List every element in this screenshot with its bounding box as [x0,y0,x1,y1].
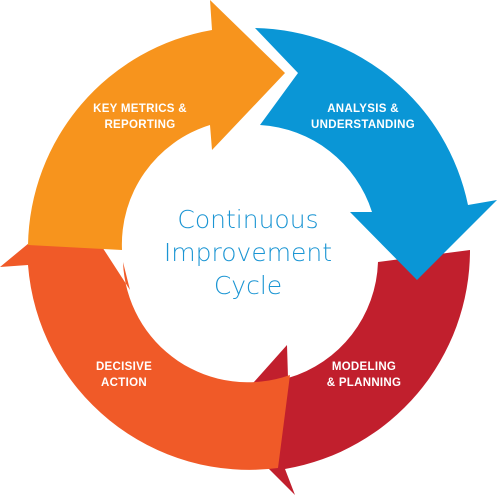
stage-label-line: ACTION [101,377,147,389]
stage-label-line: UNDERSTANDING [311,119,415,131]
stage-label-line: REPORTING [104,119,175,131]
stage-label-line: MODELING [332,361,396,373]
modeling-planning-arrow [220,250,471,495]
stage-label-line: & PLANNING [327,377,402,389]
modeling-planning-label: MODELING & PLANNING [327,361,402,389]
decisive-action-label: DECISIVE ACTION [96,361,152,389]
center-title: Continuous Improvement Cycle [164,205,332,300]
analysis-understanding-arrow [255,28,497,280]
key-metrics-reporting-arrow [28,0,285,250]
analysis-understanding-label: ANALYSIS & UNDERSTANDING [311,103,415,131]
key-metrics-reporting-label: KEY METRICS & REPORTING [93,103,187,131]
center-title-line: Continuous [177,205,318,234]
stage-label-line: ANALYSIS & [327,103,399,115]
stage-label-line: DECISIVE [96,361,152,373]
decisive-action-arrow [0,205,290,470]
stage-label-line: KEY METRICS & [93,103,187,115]
center-title-line: Improvement [164,238,332,267]
center-title-line: Cycle [214,271,282,300]
